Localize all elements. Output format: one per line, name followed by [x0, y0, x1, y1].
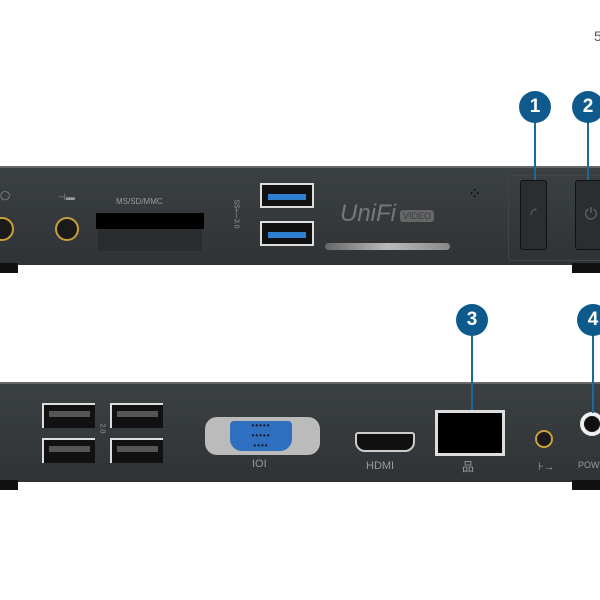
callout-2: 2: [572, 91, 600, 123]
callout-4-line: [592, 335, 594, 413]
audio-out-icon: ⊦→: [538, 461, 555, 473]
usb2-label: 2.0: [98, 423, 106, 434]
status-light-bar: [325, 243, 450, 250]
card-reader-bezel: [98, 229, 202, 251]
back-foot-left: [0, 480, 18, 490]
card-reader-slot: [96, 213, 204, 229]
headphone-icon: ◯: [0, 190, 11, 200]
callout-3: 3: [456, 304, 488, 336]
dc-power-jack: [580, 412, 600, 436]
corner-text: 5: [594, 28, 600, 44]
hdmi-port: [355, 432, 415, 452]
speaker-grille-icon: ⁘: [468, 186, 482, 203]
back-foot-right: [572, 480, 600, 490]
vga-label: IOI: [252, 458, 267, 470]
usb3-port-1: [260, 183, 314, 208]
mic-icon: ⊣▬: [58, 192, 75, 202]
power-button[interactable]: ⏻: [575, 180, 600, 250]
callout-4: 4: [577, 304, 600, 336]
card-slot-label: MS/SD/MMC: [116, 197, 163, 206]
button-panel: [508, 175, 600, 261]
callout-3-line: [471, 335, 473, 410]
ethernet-port: [435, 410, 505, 456]
front-foot-left: [0, 263, 18, 273]
usb2-port-3: [42, 438, 95, 463]
callout-1-line: [534, 122, 536, 180]
front-foot-right: [572, 263, 600, 273]
reset-button[interactable]: ◜: [520, 180, 547, 250]
audio-out-jack: [535, 430, 553, 448]
callout-1: 1: [519, 91, 551, 123]
usb3-port-2: [260, 221, 314, 246]
usb3-label: SS⟵3.0: [232, 199, 240, 229]
mic-jack: [55, 217, 79, 241]
power-label: POWER: [578, 460, 600, 470]
network-icon: 品: [462, 460, 475, 474]
unifi-logo: UniFi: [340, 200, 397, 227]
usb2-port-4: [110, 438, 163, 463]
usb2-port-2: [110, 403, 163, 428]
callout-2-line: [587, 122, 589, 180]
vga-connector: ••••••••••••••: [230, 421, 292, 451]
usb2-port-1: [42, 403, 95, 428]
hdmi-label: HDMI: [366, 460, 395, 472]
video-badge: VIDEO: [400, 210, 435, 222]
